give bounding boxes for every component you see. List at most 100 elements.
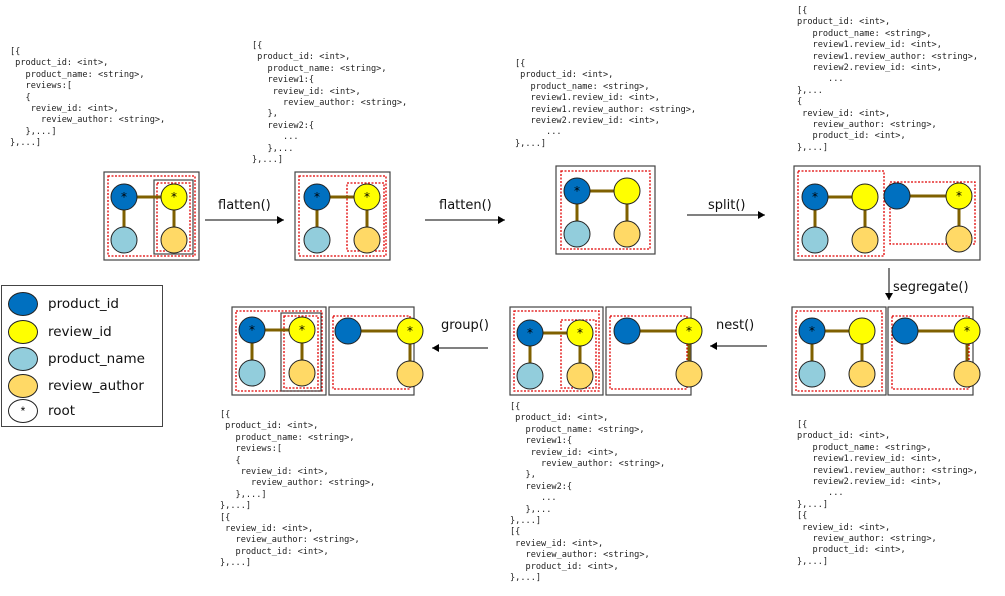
- op-label-flatten-1: flatten(): [218, 198, 271, 213]
- group-arrow-head: [432, 344, 439, 352]
- review-id-node: [566, 319, 594, 347]
- product-id-node: [110, 183, 138, 211]
- schema-boundary-product: [795, 310, 883, 392]
- root-marker-icon: *: [249, 323, 255, 337]
- product-name-node: [303, 226, 331, 254]
- legend-item-root: * root: [8, 399, 75, 423]
- collection-frame-product: [231, 306, 327, 396]
- review-id-node: [848, 317, 876, 345]
- root-marker-icon: *: [407, 324, 413, 338]
- review-author-node: [288, 359, 316, 387]
- product-id-node: [563, 177, 591, 205]
- review-id-node: [851, 183, 879, 211]
- legend-label: review_author: [48, 378, 144, 394]
- review-id-node: [396, 317, 424, 345]
- root-marker-icon: *: [364, 190, 370, 204]
- review-author-node: [851, 226, 879, 254]
- root-marker-icon: *: [686, 324, 692, 338]
- legend-label: product_name: [48, 351, 145, 367]
- product-id-node: [303, 183, 331, 211]
- review-author-node: [848, 360, 876, 388]
- split-arrow-head: [758, 211, 765, 219]
- schema-boundary-review: [891, 315, 970, 390]
- schema-flattened: [{ product_id: <int>, product_name: <str…: [515, 59, 697, 149]
- flatten-arrow-2-head: [498, 216, 505, 224]
- collection-frame: [555, 165, 656, 255]
- legend-item-product-id: product_id: [8, 292, 119, 316]
- review-id-node: [675, 317, 703, 345]
- schema-boundary-product: [797, 170, 885, 257]
- review-author-node: [613, 220, 641, 248]
- op-label-nest: nest(): [716, 318, 755, 333]
- legend-label: review_id: [48, 324, 112, 340]
- nest-arrow-head: [710, 342, 717, 350]
- schema-boundary-product: [235, 310, 323, 392]
- root-marker-icon: *: [314, 190, 320, 204]
- schema-boundary-product: [107, 175, 196, 257]
- op-label-flatten-2: flatten(): [439, 198, 492, 213]
- flatten-arrow-1-head: [277, 216, 284, 224]
- root-marker-icon: *: [809, 324, 815, 338]
- schema-segregated: [{ product_id: <int>, product_name: <str…: [797, 420, 979, 567]
- schema-nested-reviews: [{ product_id: <int>, product_name: <str…: [10, 47, 166, 149]
- product-id-node: [801, 183, 829, 211]
- product-id-node: [238, 316, 266, 344]
- legend-item-review-author: review_author: [8, 374, 144, 398]
- legend-label: product_id: [48, 296, 119, 312]
- op-label-segregate: segregate(): [893, 280, 969, 295]
- review-author-node: [566, 362, 594, 390]
- op-label-split: split(): [708, 198, 746, 213]
- legend-label: root: [48, 403, 76, 419]
- root-marker-icon: *: [8, 399, 38, 423]
- root-marker-icon: *: [577, 326, 583, 340]
- product-id-node: [891, 317, 919, 345]
- review-author-node: [945, 225, 973, 253]
- root-marker-icon: *: [812, 190, 818, 204]
- collection-frame-product: [791, 306, 887, 396]
- review-author-node: [675, 360, 703, 388]
- schema-nested-review-objects: [{ product_id: <int>, product_name: <str…: [252, 41, 408, 166]
- nested-collection-frame: [280, 312, 322, 392]
- product-id-node: [516, 319, 544, 347]
- schema-split: [{ product_id: <int>, product_name: <str…: [797, 6, 979, 153]
- review-id-node: [288, 316, 316, 344]
- review-id-node: [353, 183, 381, 211]
- product-name-node: [238, 359, 266, 387]
- op-label-group: group(): [441, 318, 489, 333]
- schema-boundary-product: [560, 170, 651, 250]
- product-id-node-icon: [8, 292, 38, 316]
- review-id-node: [945, 182, 973, 210]
- root-marker-icon: *: [527, 326, 533, 340]
- review-author-node-icon: [8, 374, 38, 398]
- product-id-node: [883, 182, 911, 210]
- review-id-node-icon: [8, 320, 38, 344]
- collection-frame-product: [509, 306, 604, 396]
- legend-item-product-name: product_name: [8, 347, 145, 371]
- nested-collection-frame: [153, 179, 194, 255]
- product-name-node: [516, 362, 544, 390]
- collection-frame-review: [328, 306, 415, 396]
- legend: product_id review_id product_name review…: [1, 285, 163, 427]
- review-author-node: [953, 360, 981, 388]
- product-name-node-icon: [8, 347, 38, 371]
- review-id-node: [613, 177, 641, 205]
- root-marker-icon: *: [964, 324, 970, 338]
- collection-frame: [294, 171, 391, 261]
- review-author-node: [160, 226, 188, 254]
- review-author-node: [353, 226, 381, 254]
- collection-frame: [103, 171, 200, 261]
- review-id-node: [953, 317, 981, 345]
- schema-grouped: [{ product_id: <int>, product_name: <str…: [220, 410, 376, 569]
- review-id-node: [160, 183, 188, 211]
- schema-boundary-review: [889, 181, 976, 245]
- collection-frame: [793, 165, 981, 261]
- root-marker-icon: *: [574, 184, 580, 198]
- collection-frame-review: [605, 306, 692, 396]
- root-marker-icon: *: [956, 189, 962, 203]
- root-marker-icon: *: [299, 323, 305, 337]
- product-name-node: [110, 226, 138, 254]
- schema-boundary-product: [513, 310, 600, 392]
- legend-item-review-id: review_id: [8, 320, 112, 344]
- schema-boundary-review: [283, 315, 319, 389]
